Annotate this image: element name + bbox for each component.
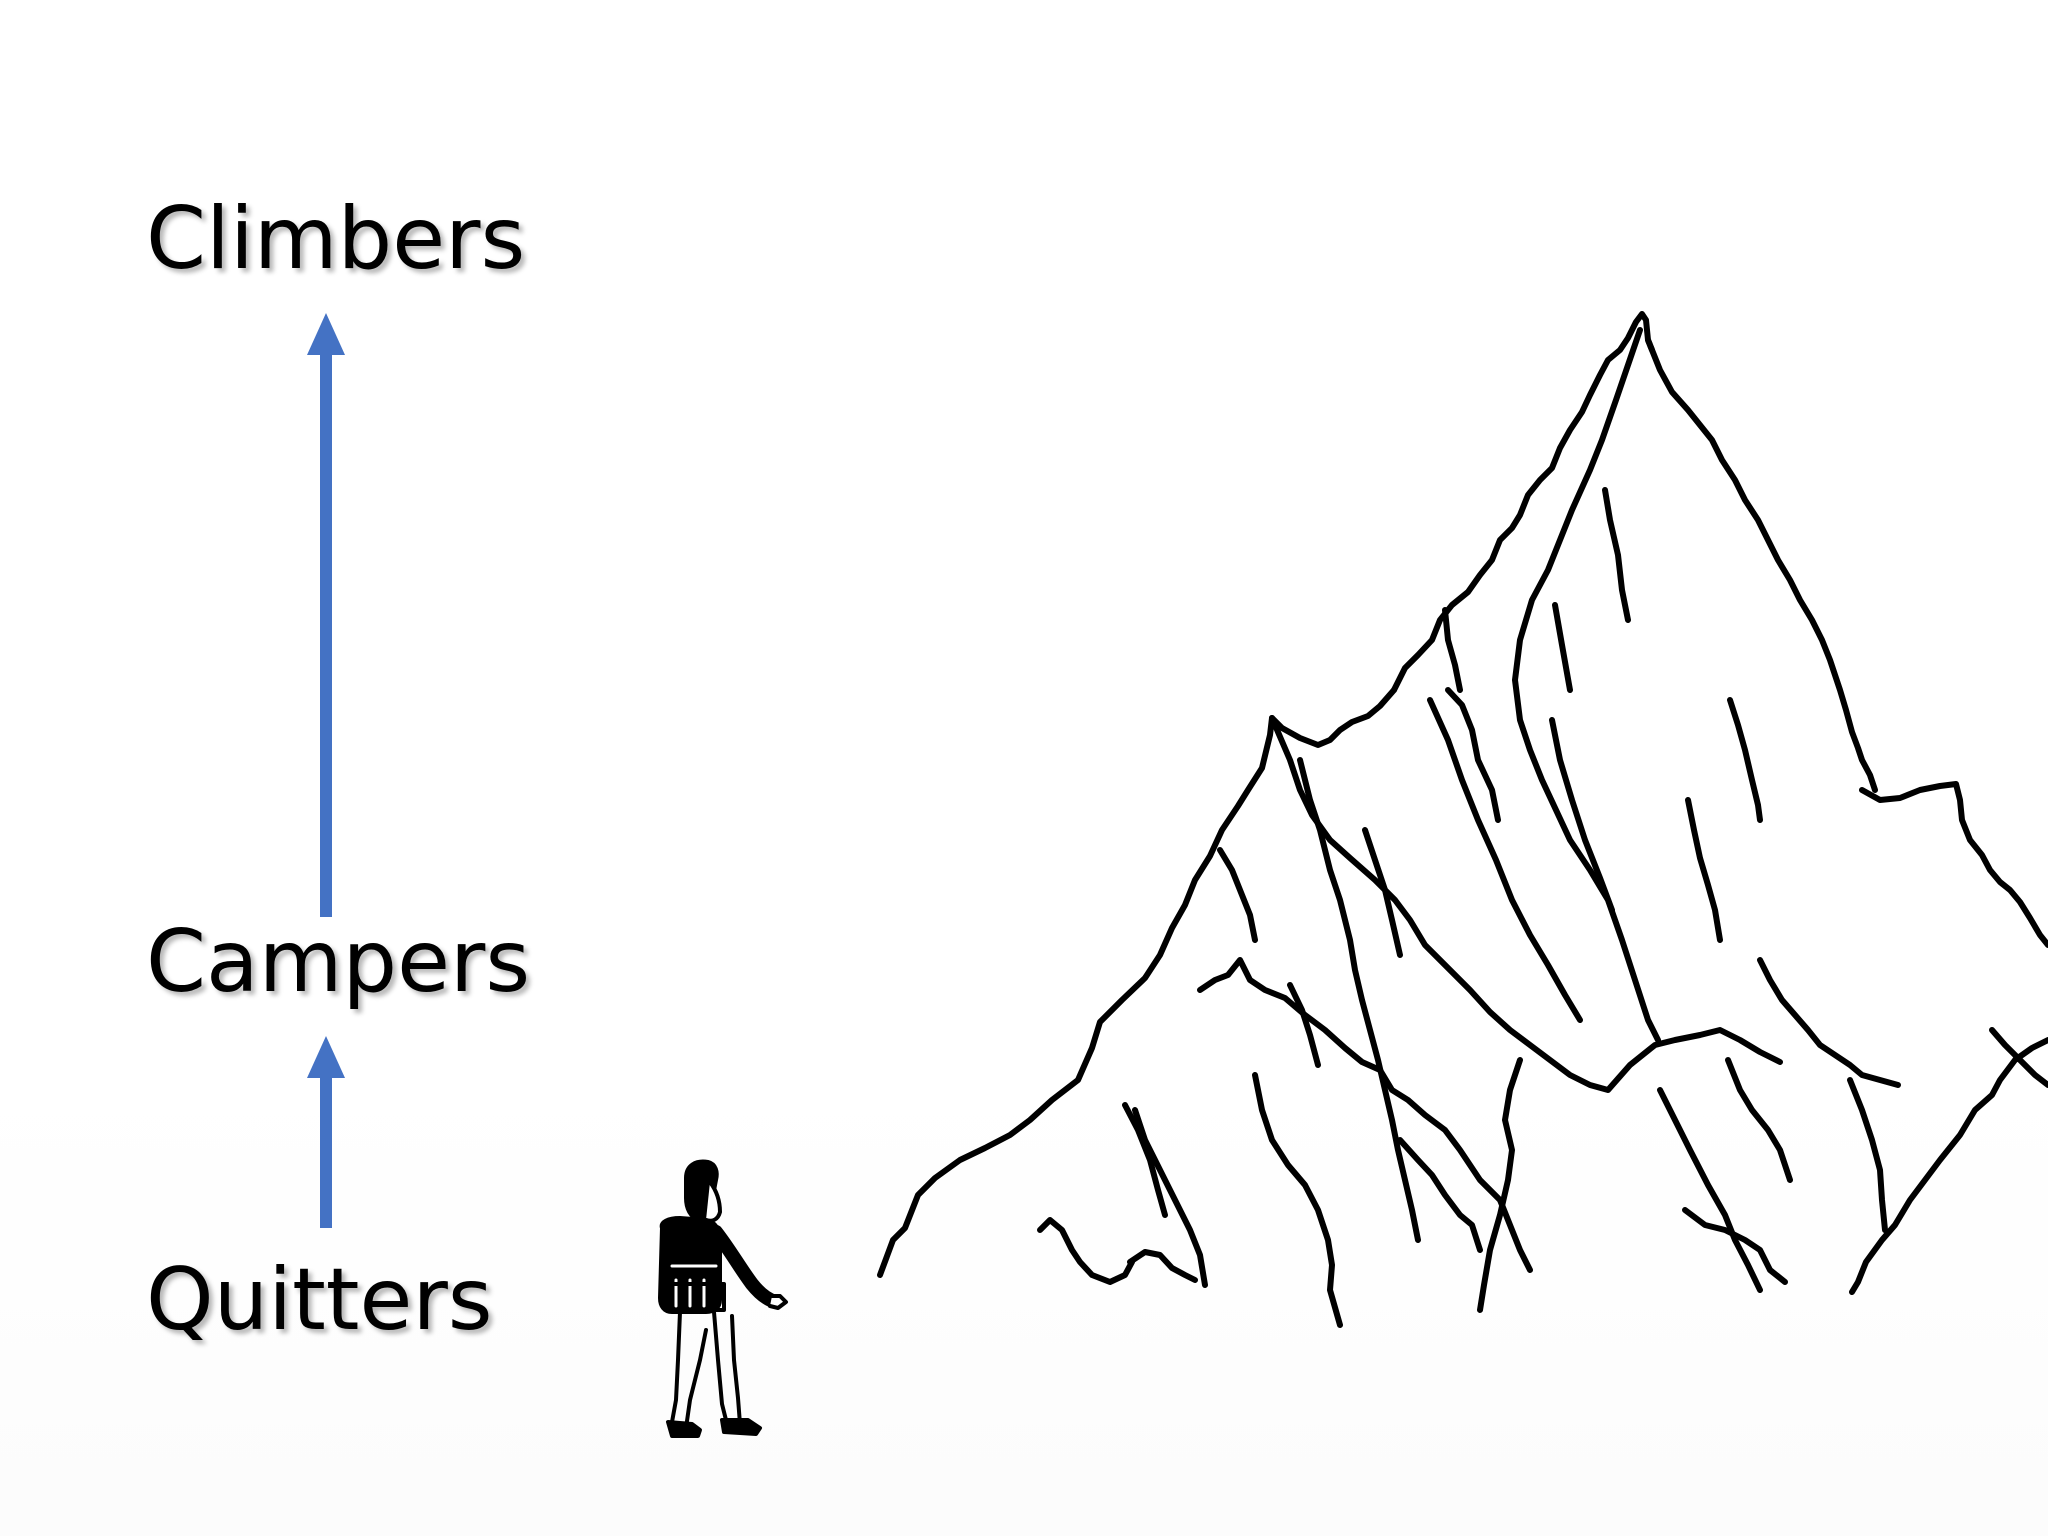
arrow-campers-to-climbers [307,313,345,917]
level-label-quitters: Quitters [146,1250,493,1350]
arrow-quitters-to-campers [307,1036,345,1228]
hiker-with-backpack-icon [658,1159,788,1438]
level-label-campers: Campers [146,912,531,1012]
level-label-climbers: Climbers [146,189,526,289]
mountain-peak-sketch [877,311,2048,1328]
